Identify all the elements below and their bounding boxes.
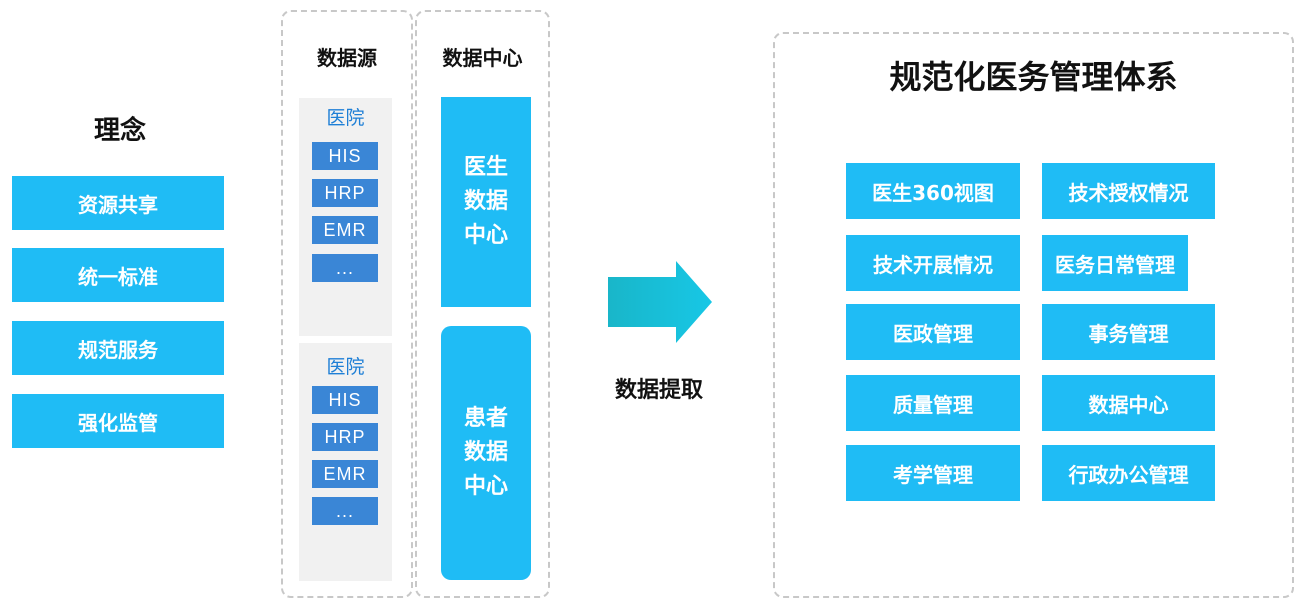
system-hrp: HRP [312, 423, 378, 451]
system-emr: EMR [312, 216, 378, 244]
doctor-data-center-line: 医生 [463, 155, 508, 180]
patient-data-center-line: 患者 [463, 406, 508, 431]
system-item-doctor-360-view: 医生360视图 [846, 163, 1020, 219]
concept-item-standard-service: 规范服务 [12, 321, 224, 375]
system-title: 规范化医务管理体系 [889, 58, 1178, 96]
system-item-quality-management: 质量管理 [846, 375, 1020, 431]
data-source-header: 数据源 [317, 46, 377, 70]
data-center-panel [415, 10, 550, 598]
system-item-affairs-management: 事务管理 [1042, 304, 1215, 360]
data-extraction-label: 数据提取 [614, 378, 703, 403]
data-source-panel [281, 10, 413, 598]
concept-title: 理念 [93, 116, 146, 146]
doctor-data-center: 医生 数据 中心 [441, 97, 531, 307]
patient-data-center-line: 数据 [463, 440, 508, 465]
system-hrp: HRP [312, 179, 378, 207]
patient-data-center-line: 中心 [463, 474, 508, 499]
patient-data-center: 患者 数据 中心 [441, 326, 531, 580]
hospital-label: 医院 [326, 356, 365, 378]
concept-item-unified-standard: 统一标准 [12, 248, 224, 302]
system-his: HIS [312, 142, 378, 170]
doctor-data-center-line: 数据 [463, 189, 508, 214]
system-his: HIS [312, 386, 378, 414]
doctor-data-center-line: 中心 [463, 223, 508, 248]
system-emr: EMR [312, 460, 378, 488]
right-arrow-icon [608, 261, 712, 343]
concept-item-strengthen-supervision: 强化监管 [12, 394, 224, 448]
system-item-exam-management: 考学管理 [846, 445, 1020, 501]
system-item-office-management: 行政办公管理 [1042, 445, 1215, 501]
system-item-tech-authorization: 技术授权情况 [1042, 163, 1215, 219]
concept-item-resource-sharing: 资源共享 [12, 176, 224, 230]
system-more: ... [312, 254, 378, 282]
system-item-tech-development: 技术开展情况 [846, 235, 1020, 291]
system-item-medical-daily-management: 医务日常管理 [1042, 235, 1188, 291]
system-panel [773, 32, 1294, 598]
hospital-label: 医院 [326, 107, 365, 129]
system-item-medical-admin-management: 医政管理 [846, 304, 1020, 360]
data-center-header: 数据中心 [442, 46, 523, 70]
system-item-data-center: 数据中心 [1042, 375, 1215, 431]
system-more: ... [312, 497, 378, 525]
